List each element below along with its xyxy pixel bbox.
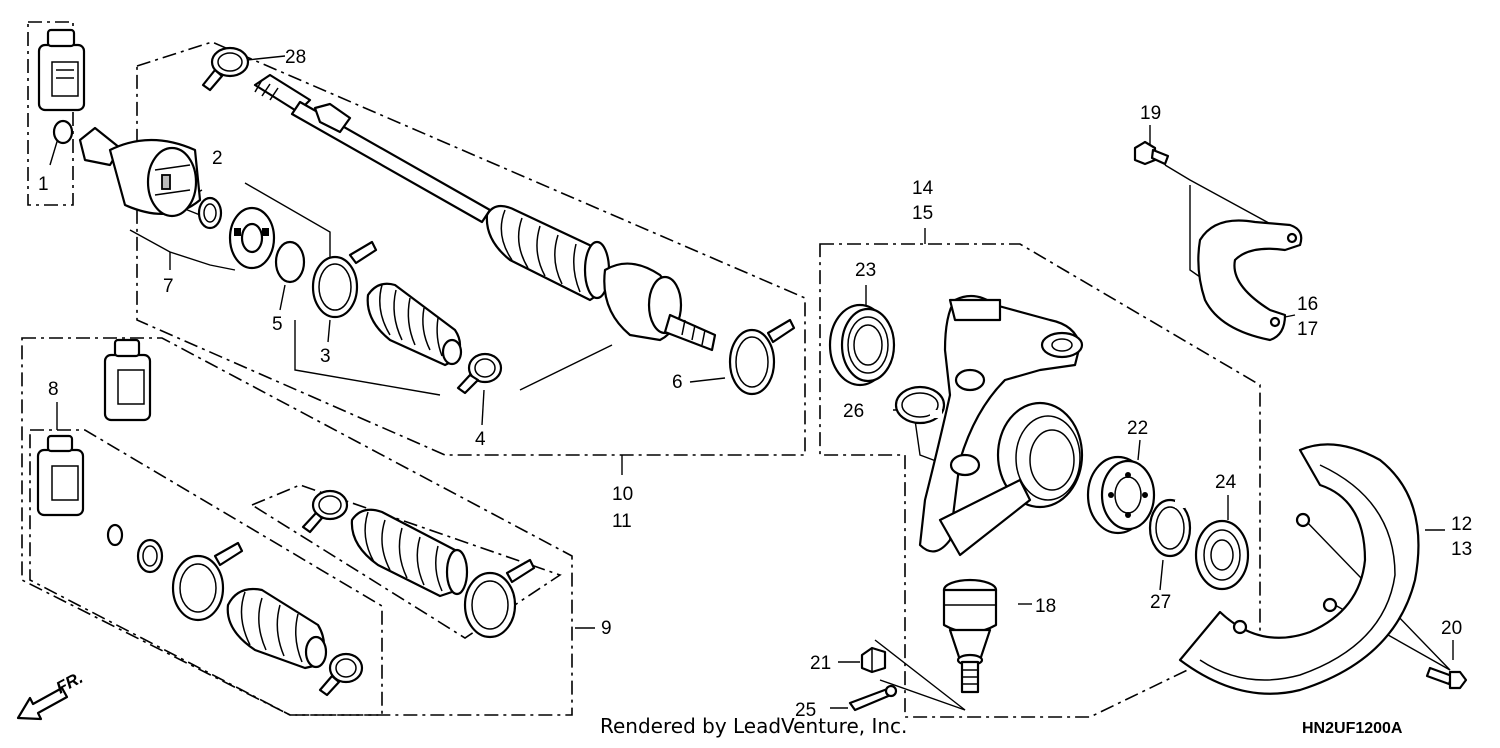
bearing-23 xyxy=(828,303,896,387)
front-direction-arrow: FR. xyxy=(16,668,86,721)
inner-boot-upper xyxy=(366,282,463,367)
bolt-19 xyxy=(1133,140,1170,166)
disc-cover xyxy=(1178,443,1420,695)
ring-5 xyxy=(274,240,306,284)
band-clamp-lower-small xyxy=(318,652,364,697)
callout-labels: 1 2 3 4 5 6 7 8 9 10 11 12 13 14 15 16 1… xyxy=(38,47,1472,721)
frame-oil-1 xyxy=(27,21,74,206)
render-credit: Rendered by LeadVenture, Inc. xyxy=(600,714,907,738)
callout-14: 14 xyxy=(912,178,934,199)
band-clamp-lower-outer xyxy=(463,558,536,639)
band-clamp-3 xyxy=(311,240,378,319)
bearing-22 xyxy=(1086,455,1156,535)
steering-knuckle xyxy=(918,294,1084,557)
bolt-20 xyxy=(1425,666,1468,690)
callout-7: 7 xyxy=(163,276,174,297)
callout-16: 16 xyxy=(1297,294,1318,315)
brake-bracket xyxy=(1197,219,1303,342)
band-clamp-6 xyxy=(728,318,796,396)
callout-25: 25 xyxy=(795,700,816,721)
callout-26: 26 xyxy=(843,401,864,422)
band-clamp-28 xyxy=(201,46,250,92)
cotter-pin-25 xyxy=(848,684,898,712)
callout-23: 23 xyxy=(855,260,876,281)
callout-22: 22 xyxy=(1127,418,1148,439)
ring-lower xyxy=(136,538,164,574)
inner-cv-housing xyxy=(78,126,202,218)
band-clamp-lower-large xyxy=(171,541,244,622)
frame-driveshaft-lower xyxy=(21,337,573,716)
callout-20: 20 xyxy=(1441,618,1462,639)
callout-5: 5 xyxy=(272,314,283,335)
castle-nut-21 xyxy=(860,646,887,674)
circlip-1 xyxy=(52,119,74,145)
axle-shaft xyxy=(253,73,492,224)
oil-seal-24 xyxy=(1194,519,1250,591)
oil-bottle-upper xyxy=(37,28,86,112)
callout-19: 19 xyxy=(1140,103,1161,124)
callout-24: 24 xyxy=(1215,472,1237,493)
callout-1: 1 xyxy=(38,174,49,195)
band-clamp-lower-upper xyxy=(301,489,349,534)
bearing-cage xyxy=(228,206,276,270)
callout-18: 18 xyxy=(1035,596,1056,617)
outer-cv-joint-upper xyxy=(603,262,717,352)
inner-boot-lower xyxy=(226,587,328,670)
frame-driveshaft-upper xyxy=(136,41,806,456)
callout-21: 21 xyxy=(810,653,831,674)
outer-boot-upper xyxy=(485,204,611,302)
ring-2 xyxy=(197,196,223,230)
callout-2: 2 xyxy=(212,148,223,169)
callout-4: 4 xyxy=(475,429,486,450)
callout-17: 17 xyxy=(1297,319,1318,340)
circlip-lower xyxy=(106,523,124,547)
diagram-code: HN2UF1200A xyxy=(1302,720,1403,737)
callout-11: 11 xyxy=(612,511,632,532)
callout-27: 27 xyxy=(1150,592,1171,613)
frame-outer-boot-lower xyxy=(250,484,562,639)
callout-28: 28 xyxy=(285,47,306,68)
callout-12: 12 xyxy=(1451,514,1472,535)
oil-bottle-lower-a xyxy=(103,338,152,422)
frame-inner-joint-lower xyxy=(29,429,383,716)
callout-15: 15 xyxy=(912,203,933,224)
outer-boot-lower xyxy=(350,508,469,598)
oil-bottle-lower-b xyxy=(36,434,85,517)
ball-joint-18 xyxy=(942,578,998,694)
callout-9: 9 xyxy=(601,618,612,639)
callout-6: 6 xyxy=(672,372,683,393)
snap-ring-27 xyxy=(1148,498,1192,558)
callout-3: 3 xyxy=(320,346,331,367)
group-frames xyxy=(21,21,1261,718)
callout-8: 8 xyxy=(48,379,59,400)
callout-10: 10 xyxy=(612,484,633,505)
callout-13: 13 xyxy=(1451,539,1472,560)
snap-ring-26 xyxy=(894,385,946,425)
band-clamp-4 xyxy=(456,352,503,395)
